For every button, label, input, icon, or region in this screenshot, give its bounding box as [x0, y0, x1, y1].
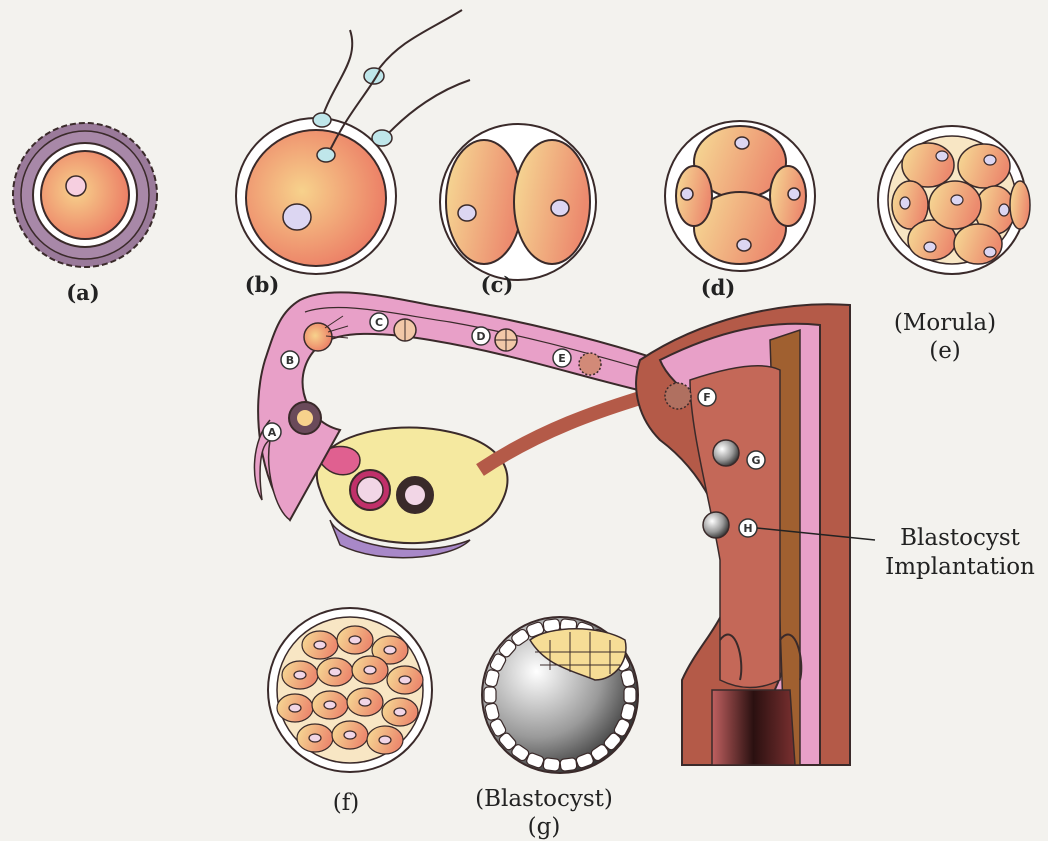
marker-a: A — [263, 423, 281, 441]
svg-text:B: B — [286, 354, 294, 367]
cell-nucleus — [379, 736, 391, 744]
morula-f — [268, 608, 432, 772]
cell-nucleus — [289, 704, 301, 712]
trophoblast-cell — [624, 687, 636, 703]
cell-nucleus — [364, 666, 376, 674]
marker-d: D — [472, 327, 490, 345]
svg-text:F: F — [703, 391, 711, 404]
svg-text:A: A — [268, 426, 277, 439]
svg-text:C: C — [375, 316, 383, 329]
blastocyst-g — [482, 617, 638, 773]
cell-nucleus — [309, 734, 321, 742]
marker-e: E — [553, 349, 571, 367]
two-cell-c — [440, 124, 596, 280]
marker-b: B — [281, 351, 299, 369]
svg-text:D: D — [476, 330, 485, 343]
svg-text:H: H — [743, 522, 752, 535]
caption-a: (a) — [66, 280, 99, 305]
caption-c: (c) — [481, 272, 514, 297]
cell-nucleus — [314, 641, 326, 649]
cell-nucleus — [329, 668, 341, 676]
caption-f: (f) — [333, 790, 359, 816]
trophoblast-cell — [543, 758, 560, 772]
caption-e: (e) — [929, 338, 961, 364]
cell-nucleus — [349, 636, 361, 644]
cell-nucleus — [359, 698, 371, 706]
morula-e — [878, 126, 1030, 274]
cell-nucleus — [384, 646, 396, 654]
marker-c: C — [370, 313, 388, 331]
caption-morula: (Morula) — [894, 310, 996, 336]
marker-h: H — [739, 519, 757, 537]
caption-d: (d) — [701, 275, 736, 300]
trophoblast-cell — [560, 758, 577, 772]
marker-f: F — [698, 388, 716, 406]
four-cell-d — [665, 121, 815, 271]
cell-nucleus — [324, 701, 336, 709]
caption-b: (b) — [245, 272, 280, 297]
annotation-blastocyst: Blastocyst — [900, 525, 1021, 551]
caption-g: (g) — [528, 814, 561, 840]
marker-g: G — [747, 451, 765, 469]
cell-nucleus — [294, 671, 306, 679]
annotation-implantation: Implantation — [885, 554, 1035, 580]
caption-blastocyst: (Blastocyst) — [475, 786, 613, 812]
fertilisation-b — [236, 10, 470, 274]
ovary — [317, 428, 508, 558]
trophoblast-cell — [484, 687, 496, 703]
svg-text:E: E — [558, 352, 566, 365]
cell-nucleus — [344, 731, 356, 739]
ovum-a — [13, 123, 157, 267]
svg-text:G: G — [751, 454, 760, 467]
cell-nucleus — [399, 676, 411, 684]
cell-nucleus — [394, 708, 406, 716]
